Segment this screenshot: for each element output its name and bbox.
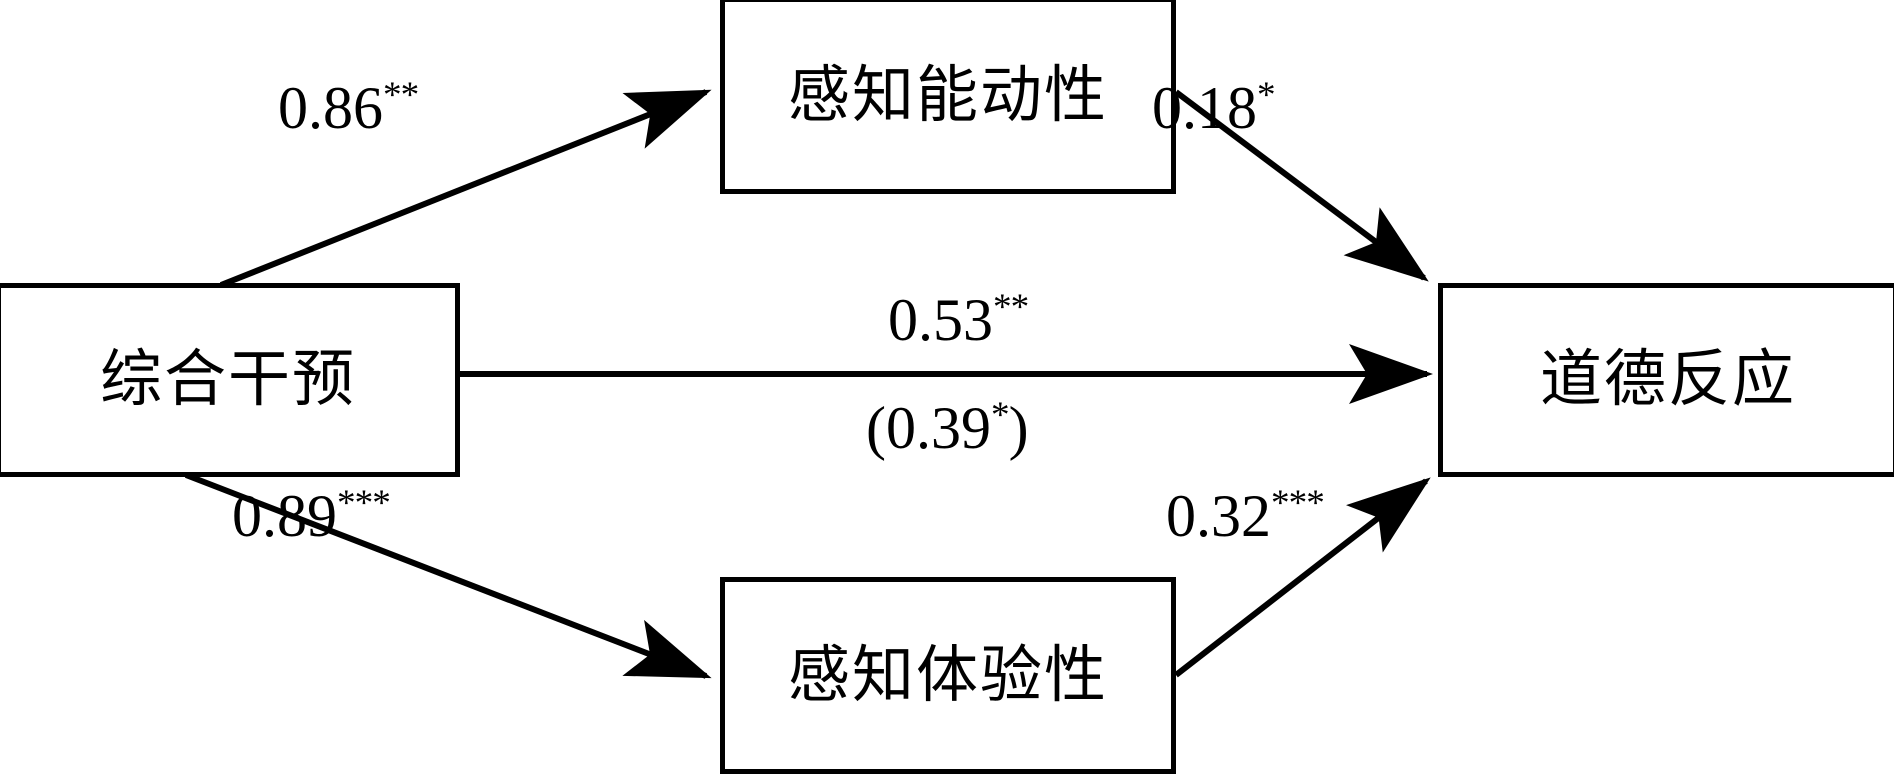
arrow-experience-to-moral [1174,477,1431,678]
significance-stars: * [990,395,1010,436]
closing-paren: ) [1008,395,1029,461]
coefficient-value: 0.89 [232,483,337,549]
coefficient-value: (0.39 [866,395,991,461]
edge-label-experience-moral: 0.32*** [1166,483,1325,549]
node-perceived-experience[interactable]: 感知体验性 [720,577,1176,774]
edge-label-direct-total: 0.53** [888,287,1029,353]
significance-stars: * [1257,75,1276,116]
edge-label-agency-moral: 0.18* [1152,75,1276,141]
coefficient-value: 0.53 [888,287,993,353]
edge-label-intervention-experience: 0.89*** [232,483,391,549]
node-moral-response-label: 道德反应 [1539,346,1796,414]
node-intervention-label: 综合干预 [99,346,356,414]
coefficient-value: 0.18 [1152,75,1257,141]
node-perceived-experience-label: 感知体验性 [787,641,1108,710]
node-intervention[interactable]: 综合干预 [0,283,460,477]
coefficient-value: 0.86 [278,75,383,141]
edge-label-intervention-agency: 0.86** [278,75,419,141]
arrow-intervention-to-agency [219,89,712,288]
coefficient-value: 0.32 [1166,483,1271,549]
node-moral-response[interactable]: 道德反应 [1438,283,1894,477]
arrow-agency-to-moral [1174,89,1429,282]
significance-stars: *** [337,483,391,524]
node-perceived-agency[interactable]: 感知能动性 [720,0,1176,194]
node-perceived-agency-label: 感知能动性 [787,61,1108,130]
significance-stars: *** [1271,483,1325,524]
arrow-intervention-to-experience [184,472,712,679]
significance-stars: ** [993,287,1029,328]
edge-label-direct-controlled: (0.39*) [866,395,1029,461]
significance-stars: ** [383,75,419,116]
